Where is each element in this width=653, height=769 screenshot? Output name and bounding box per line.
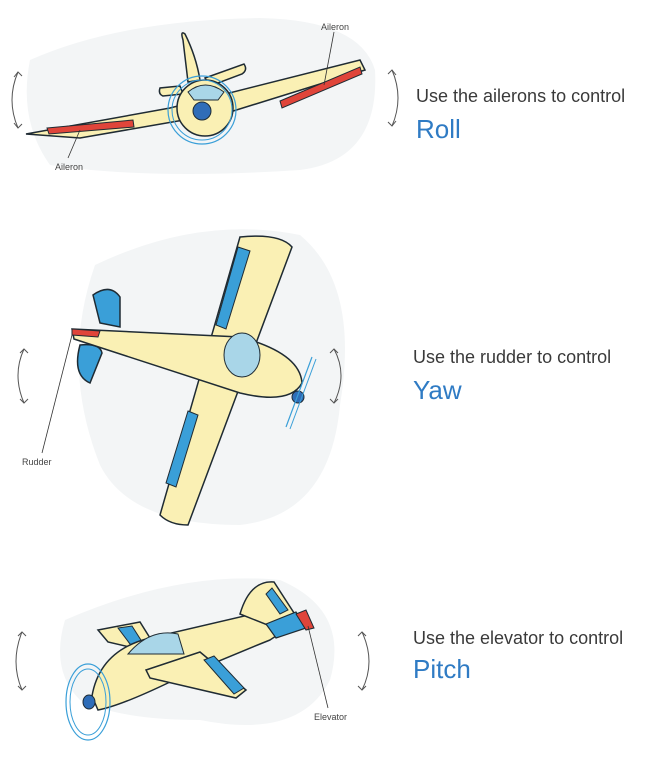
pitch-spinner bbox=[82, 694, 96, 710]
pitch-axis-label: Pitch bbox=[413, 654, 471, 684]
roll-illustration: Aileron Aileron bbox=[11, 18, 399, 174]
yaw-propeller-blade-a bbox=[285, 356, 313, 428]
roll-panel: Aileron Aileron Use the ailerons to cont… bbox=[0, 0, 653, 190]
roll-left-rotation-arrow bbox=[11, 71, 19, 129]
yaw-rudder-leader bbox=[41, 334, 73, 454]
roll-left-arrowhead-bottom bbox=[13, 122, 23, 129]
pitch-right-arrowhead-bottom bbox=[357, 685, 367, 691]
roll-right-stabilizer bbox=[203, 63, 247, 87]
yaw-rudder-label: Rudder bbox=[22, 457, 52, 467]
pitch-propeller-disc bbox=[65, 663, 111, 741]
yaw-wing-flap-bottom bbox=[165, 410, 199, 488]
yaw-illustration: Rudder bbox=[17, 229, 345, 526]
roll-spinner bbox=[192, 101, 212, 121]
roll-aileron-label-bottom: Aileron bbox=[55, 162, 83, 172]
pitch-left-arrowhead-top bbox=[17, 631, 27, 637]
roll-right-arrowhead-bottom bbox=[387, 120, 397, 127]
pitch-near-wing bbox=[144, 651, 248, 699]
roll-propeller-disc-inner bbox=[171, 79, 233, 141]
roll-aileron-leader-top bbox=[323, 31, 335, 86]
pitch-propeller-disc-inner bbox=[69, 668, 107, 736]
pitch-left-rotation-arrow bbox=[15, 631, 23, 691]
pitch-elevator-leader bbox=[307, 625, 329, 709]
roll-aileron-label-top: Aileron bbox=[321, 22, 349, 32]
yaw-propeller-blade-b bbox=[289, 358, 317, 430]
yaw-wing-flap-top bbox=[215, 246, 251, 330]
roll-canopy bbox=[187, 84, 225, 101]
pitch-caption: Use the elevator to control bbox=[413, 628, 624, 648]
roll-right-aileron bbox=[279, 66, 363, 109]
yaw-left-rotation-arrow bbox=[17, 348, 25, 404]
roll-propeller-disc bbox=[167, 75, 237, 145]
yaw-caption: Use the rudder to control bbox=[413, 347, 612, 367]
roll-right-arrowhead-top bbox=[387, 69, 397, 76]
yaw-right-rotation-arrow bbox=[333, 348, 342, 404]
pitch-elevator bbox=[295, 609, 315, 631]
pitch-panel: Elevator Use the elevator to control Pit… bbox=[0, 570, 653, 769]
pitch-right-rotation-arrow bbox=[361, 631, 370, 691]
yaw-right-arrowhead-bottom bbox=[329, 398, 339, 404]
pitch-illustration: Elevator bbox=[15, 578, 370, 741]
pitch-left-arrowhead-bottom bbox=[17, 685, 27, 691]
pitch-fin-rudder bbox=[265, 587, 289, 615]
yaw-canopy bbox=[223, 332, 261, 378]
yaw-rudder bbox=[71, 328, 101, 338]
yaw-left-arrowhead-bottom bbox=[19, 398, 29, 404]
pitch-elevator-label: Elevator bbox=[314, 712, 347, 722]
pitch-right-arrowhead-top bbox=[357, 631, 367, 637]
yaw-right-arrowhead-top bbox=[329, 348, 339, 354]
pitch-canopy bbox=[126, 632, 185, 655]
roll-caption: Use the ailerons to control bbox=[416, 86, 626, 106]
pitch-near-wing-flap bbox=[203, 655, 245, 695]
roll-right-rotation-arrow bbox=[391, 69, 399, 127]
pitch-vertical-fin bbox=[239, 581, 298, 627]
roll-aileron-leader-bottom bbox=[67, 129, 81, 159]
roll-left-arrowhead-top bbox=[13, 71, 23, 78]
yaw-panel: Rudder Use the rudder to control Yaw bbox=[0, 225, 653, 530]
roll-left-aileron bbox=[46, 119, 135, 135]
roll-axis-label: Roll bbox=[416, 114, 461, 144]
yaw-axis-label: Yaw bbox=[413, 375, 462, 405]
yaw-left-arrowhead-top bbox=[19, 348, 29, 354]
